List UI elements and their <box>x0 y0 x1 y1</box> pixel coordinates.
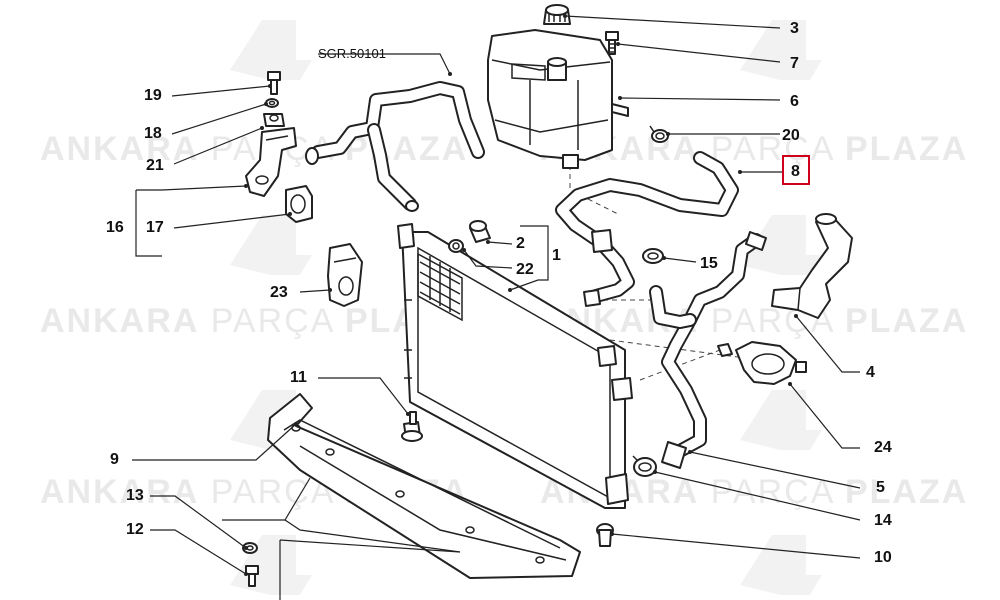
callout-8[interactable]: 8 <box>791 163 800 180</box>
callout-19[interactable]: 19 <box>144 87 162 104</box>
leader-lines <box>132 15 861 600</box>
callout-7[interactable]: 7 <box>790 55 799 72</box>
part-seal-22 <box>448 239 464 253</box>
callout-5[interactable]: 5 <box>876 479 885 496</box>
watermark-brand-b: PARÇA <box>211 302 334 340</box>
callout-10[interactable]: 10 <box>874 549 892 566</box>
callout-numbers: 3 7 6 20 8 19 18 21 16 17 2 1 22 15 23 4… <box>106 20 892 566</box>
watermark-brand-b: PARÇA <box>711 130 834 168</box>
callout-9[interactable]: 9 <box>110 451 119 468</box>
callout-15[interactable]: 15 <box>700 255 718 272</box>
callout-17[interactable]: 17 <box>146 219 164 236</box>
watermark-brand-a: ANKARA <box>40 302 199 340</box>
part-hose-clip-20 <box>649 125 669 143</box>
callout-2[interactable]: 2 <box>516 235 525 252</box>
callout-11[interactable]: 11 <box>290 369 307 386</box>
watermark-brand-b: PARÇA <box>711 473 834 511</box>
callout-12[interactable]: 12 <box>126 521 144 538</box>
callout-3[interactable]: 3 <box>790 20 799 37</box>
callout-18[interactable]: 18 <box>144 125 162 142</box>
part-expansion-tank-cap <box>543 4 571 25</box>
callout-14[interactable]: 14 <box>874 512 892 529</box>
part-radiator <box>397 223 633 509</box>
part-washer-13 <box>242 542 258 554</box>
leader-dots <box>244 14 798 576</box>
part-clamp-bracket-24 <box>717 341 807 385</box>
callout-20[interactable]: 20 <box>782 127 800 144</box>
part-bolt-12 <box>245 565 259 587</box>
callout-23[interactable]: 23 <box>270 284 288 301</box>
part-clamp-15 <box>642 248 664 264</box>
callout-6[interactable]: 6 <box>790 93 799 110</box>
callout-1[interactable]: 1 <box>552 247 561 264</box>
part-mount-10 <box>596 523 614 547</box>
part-expansion-tank <box>487 29 629 169</box>
watermark-brand-b: PARÇA <box>211 473 334 511</box>
part-rubber-mount-17 <box>285 185 313 223</box>
part-clamp-14 <box>632 455 657 477</box>
callout-16[interactable]: 16 <box>106 219 124 236</box>
callout-4[interactable]: 4 <box>866 364 875 381</box>
watermark-text: ANKARA PARÇA PLAZA ANKARA PARÇA PLAZA AN… <box>40 130 968 511</box>
part-drain-plug-2 <box>469 220 491 243</box>
watermark-brand-a: ANKARA <box>40 130 199 168</box>
callout-24[interactable]: 24 <box>874 439 892 456</box>
callout-21[interactable]: 21 <box>146 157 164 174</box>
reference-label-sgr50101: SGR.50101 <box>318 46 386 61</box>
svg-text:ANKARA PARÇA PLAZA: ANKARA PARÇA PLAZA <box>40 130 468 168</box>
part-nut-21 <box>263 113 285 127</box>
svg-text:ANKARA PARÇA PLAZA: ANKARA PARÇA PLAZA <box>40 302 468 340</box>
svg-text:ANKARA PARÇA PLAZA: ANKARA PARÇA PLAZA <box>540 302 968 340</box>
part-crossmember-9 <box>267 393 581 579</box>
part-bleed-hose-sgr50101 <box>305 81 485 212</box>
highlight-box-8 <box>782 155 810 185</box>
watermark-brand-c: PLAZA <box>845 473 968 511</box>
callout-22[interactable]: 22 <box>516 261 534 278</box>
part-bracket-23 <box>327 243 363 307</box>
watermark-brand-c: PLAZA <box>845 130 968 168</box>
watermark-brand-a: ANKARA <box>40 473 199 511</box>
part-bracket-16 <box>245 127 297 197</box>
part-mount-11 <box>401 411 423 442</box>
part-hose-8 <box>555 151 739 307</box>
part-top-hose-4 <box>771 213 853 319</box>
watermark-brand-c: PLAZA <box>845 302 968 340</box>
part-washer-18 <box>265 98 279 108</box>
part-lower-hose-5 <box>649 231 767 469</box>
callout-13[interactable]: 13 <box>126 487 144 504</box>
part-bolt-19 <box>267 71 281 95</box>
part-bolt-7 <box>605 31 619 55</box>
